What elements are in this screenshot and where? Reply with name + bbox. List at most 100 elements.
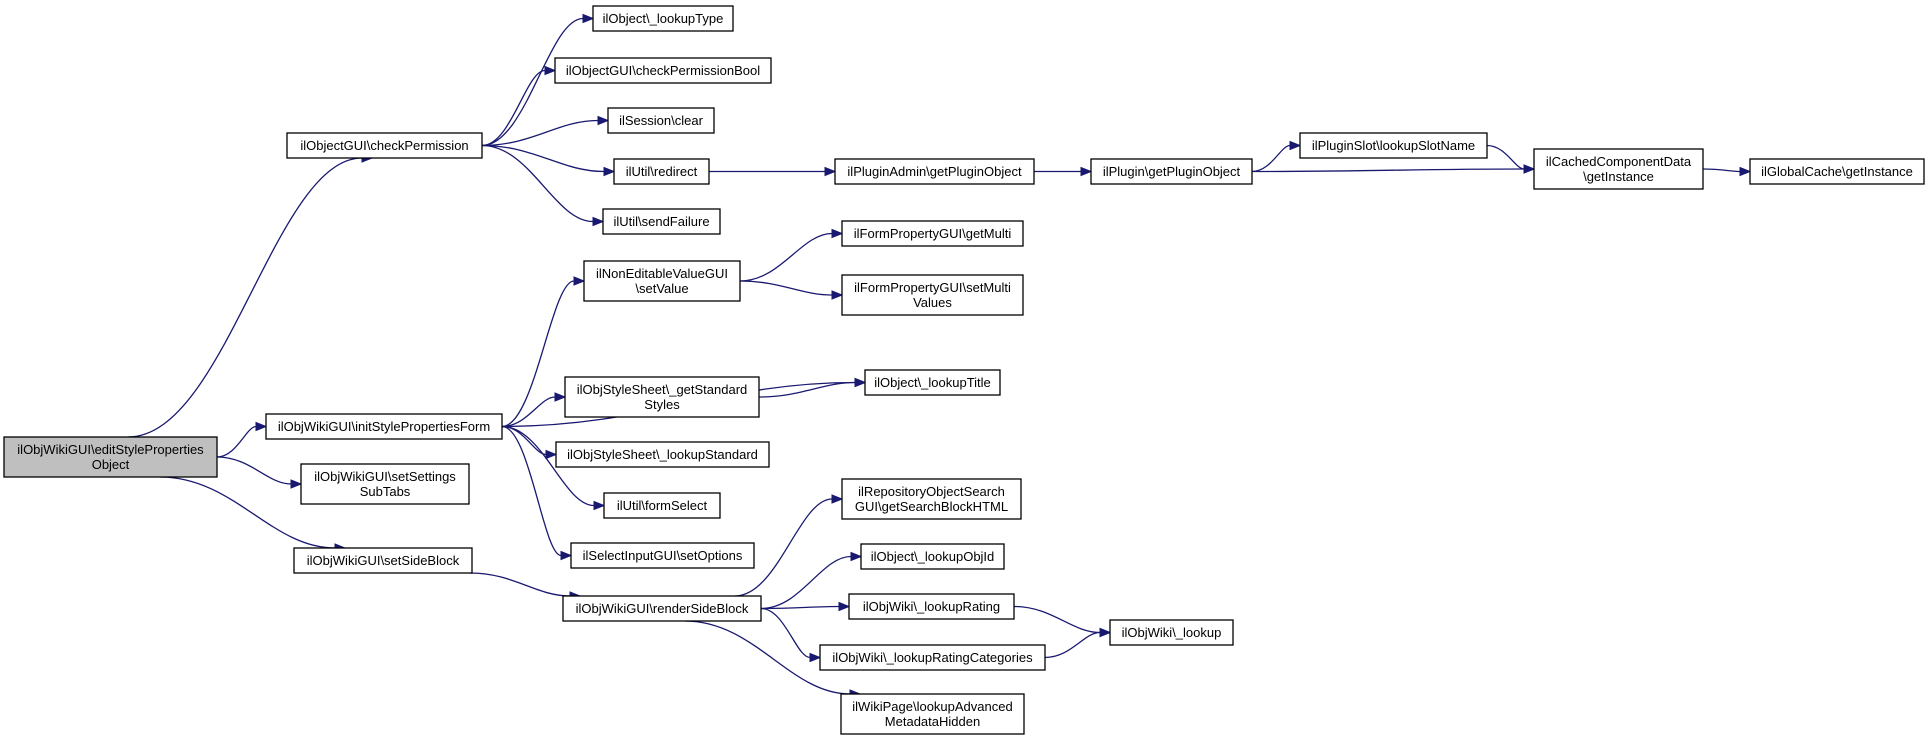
- node-label: ilObjWikiGUI\initStylePropertiesForm: [278, 419, 490, 434]
- edge-line: [1044, 631, 1101, 659]
- node-label: SubTabs: [360, 484, 411, 499]
- edge-line: [684, 620, 851, 695]
- edge-n11-n13: [1251, 164, 1536, 174]
- node-label: ilObjWikiGUI\editStyleProperties: [17, 442, 204, 457]
- arrowhead: [1080, 166, 1093, 177]
- node-n7[interactable]: ilSession\clear: [607, 107, 715, 134]
- edge-line: [1486, 144, 1525, 170]
- node-label: ilObject\_lookupType: [603, 11, 724, 26]
- node-n27[interactable]: ilObjWiki\_lookupRatingCategories: [819, 644, 1046, 671]
- node-label: GUI\getSearchBlockHTML: [855, 499, 1008, 514]
- edge-n1-n7: [481, 115, 610, 147]
- node-n6[interactable]: ilObjectGUI\checkPermissionBool: [554, 57, 772, 84]
- node-label: Object: [92, 457, 130, 472]
- arrowhead: [854, 377, 867, 388]
- node-box: [602, 208, 721, 235]
- node-box: [848, 593, 1015, 620]
- node-box: [300, 463, 470, 505]
- node-box: [286, 132, 483, 159]
- edge-line: [469, 572, 571, 597]
- edge-n11-n12: [1251, 140, 1302, 173]
- node-n16[interactable]: ilFormPropertyGUI\getMulti: [841, 220, 1024, 247]
- arrowhead: [1739, 166, 1752, 177]
- node-n8[interactable]: ilUtil\redirect: [613, 158, 710, 185]
- node-n21[interactable]: ilUtil\formSelect: [603, 492, 721, 519]
- edge-line: [216, 425, 257, 458]
- node-n10[interactable]: ilPluginAdmin\getPluginObject: [834, 158, 1035, 185]
- node-box: [564, 376, 760, 418]
- edge-line: [501, 396, 556, 428]
- edge-n0-n1: [127, 153, 374, 438]
- node-label: Styles: [644, 397, 680, 412]
- node-n29[interactable]: ilObjWiki\_lookup: [1109, 619, 1234, 646]
- node-box: [592, 5, 734, 32]
- node-n13[interactable]: ilCachedComponentData\getInstance: [1533, 148, 1704, 190]
- edge-line: [1013, 605, 1101, 634]
- node-box: [607, 107, 715, 134]
- arrowhead: [545, 449, 558, 460]
- node-label: ilObjWikiGUI\setSideBlock: [307, 553, 460, 568]
- node-label: ilSelectInputGUI\setOptions: [583, 548, 743, 563]
- node-n12[interactable]: ilPluginSlot\lookupSlotName: [1299, 132, 1488, 159]
- node-label: ilObjWiki\_lookup: [1122, 625, 1222, 640]
- node-n5[interactable]: ilObject\_lookupType: [592, 5, 734, 32]
- arrowhead: [850, 551, 863, 562]
- node-box: [562, 595, 762, 622]
- node-n24[interactable]: ilRepositoryObjectSearchGUI\getSearchBlo…: [841, 478, 1022, 520]
- node-n15[interactable]: ilNonEditableValueGUI\setValue: [583, 260, 741, 302]
- edge-line: [481, 144, 594, 223]
- node-box: [841, 274, 1024, 316]
- node-label: ilGlobalCache\getInstance: [1761, 164, 1913, 179]
- edge-n27-n29: [1044, 627, 1112, 659]
- node-label: ilObject\_lookupObjId: [871, 549, 995, 564]
- arrowhead: [1289, 140, 1302, 151]
- node-n14[interactable]: ilGlobalCache\getInstance: [1749, 158, 1925, 185]
- node-box: [265, 413, 503, 440]
- node-label: ilFormPropertyGUI\setMulti: [854, 280, 1011, 295]
- node-label: ilWikiPage\lookupAdvanced: [852, 699, 1012, 714]
- node-box: [583, 260, 741, 302]
- node-n26[interactable]: ilObjWiki\_lookupRating: [848, 593, 1015, 620]
- node-box: [841, 478, 1022, 520]
- edge-line: [159, 476, 336, 549]
- node-box: [293, 547, 473, 574]
- node-label: ilObjWiki\_lookupRating: [863, 599, 1000, 614]
- node-n2[interactable]: ilObjWikiGUI\initStylePropertiesForm: [265, 413, 503, 440]
- node-n20[interactable]: ilObjStyleSheet\_lookupStandard: [555, 441, 770, 468]
- node-label: ilSession\clear: [619, 113, 703, 128]
- arrowhead: [831, 494, 844, 504]
- edge-n23-n25: [760, 551, 863, 610]
- node-box: [841, 220, 1024, 247]
- edge-line: [734, 498, 833, 597]
- node-n22[interactable]: ilSelectInputGUI\setOptions: [570, 542, 755, 569]
- edge-n8-n10: [709, 166, 837, 177]
- node-n9[interactable]: ilUtil\sendFailure: [602, 208, 721, 235]
- node-n11[interactable]: ilPlugin\getPluginObject: [1090, 158, 1253, 185]
- edge-line: [760, 605, 840, 610]
- edge-line: [481, 119, 599, 147]
- edge-n2-n19: [501, 392, 567, 428]
- arrowhead: [290, 479, 303, 489]
- node-n23[interactable]: ilObjWikiGUI\renderSideBlock: [562, 595, 762, 622]
- node-label: ilPluginAdmin\getPluginObject: [847, 164, 1022, 179]
- node-label: ilUtil\sendFailure: [613, 214, 709, 229]
- node-n25[interactable]: ilObject\_lookupObjId: [860, 543, 1005, 570]
- node-label: ilUtil\redirect: [626, 164, 698, 179]
- node-box: [1299, 132, 1488, 159]
- edge-line: [739, 232, 833, 282]
- node-n18[interactable]: ilObject\_lookupTitle: [864, 369, 1001, 396]
- edge-line: [1251, 144, 1291, 173]
- node-box: [864, 369, 1001, 396]
- node-box: [555, 441, 770, 468]
- arrowhead: [831, 228, 844, 239]
- node-n4[interactable]: ilObjWikiGUI\setSideBlock: [293, 547, 473, 574]
- node-n1[interactable]: ilObjectGUI\checkPermission: [286, 132, 483, 159]
- node-label: MetadataHidden: [885, 714, 980, 729]
- edge-n2-n22: [501, 425, 573, 561]
- edge-line: [760, 607, 811, 659]
